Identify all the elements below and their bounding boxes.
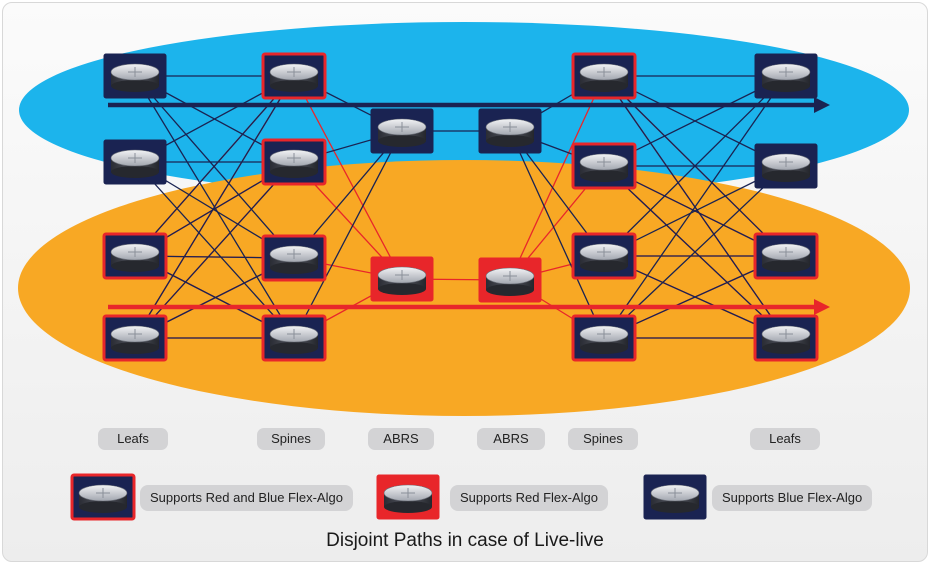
- legend-label-red: Supports Red Flex-Algo: [450, 485, 609, 511]
- router-s2: [261, 138, 327, 186]
- routers: [102, 52, 819, 362]
- router-r4: [571, 314, 637, 362]
- orange-domain: [18, 160, 910, 416]
- router-f1: [754, 53, 818, 99]
- link-R1-A4: [509, 75, 605, 281]
- legend-icon-both: [70, 473, 136, 521]
- legend-label-both: Supports Red and Blue Flex-Algo: [140, 485, 353, 511]
- legend-icon-red: [376, 474, 440, 520]
- legend-icon-blue: [643, 474, 707, 520]
- router-f2: [754, 143, 818, 189]
- legend-icons: [70, 473, 707, 521]
- link-S1-A2: [293, 75, 403, 280]
- link-R4-A3: [509, 130, 605, 339]
- router-s3: [261, 234, 327, 282]
- router-a2: [370, 256, 434, 302]
- router-l2: [103, 139, 167, 185]
- router-r3: [571, 232, 637, 280]
- router-s1: [261, 52, 327, 100]
- link-F4-R1: [603, 75, 787, 339]
- layer-label-leafs-left: Leafs: [98, 428, 168, 450]
- layer-label-abrs-left: ABRS: [368, 428, 434, 450]
- path-arrows: [108, 97, 830, 315]
- router-a1: [370, 108, 434, 154]
- blue-domain: [19, 22, 909, 198]
- red-path-arrow: [108, 299, 830, 315]
- layer-label-leafs-right: Leafs: [750, 428, 820, 450]
- router-s4: [261, 314, 327, 362]
- layer-label-spines-left: Spines: [257, 428, 325, 450]
- router-l1: [103, 53, 167, 99]
- router-l3: [102, 232, 168, 280]
- link-S4-A1: [293, 130, 403, 339]
- router-r2: [571, 142, 637, 190]
- blue-path-arrow: [108, 97, 830, 113]
- layer-label-spines-right: Spines: [568, 428, 638, 450]
- router-f3: [753, 232, 819, 280]
- link-L4-S1: [134, 75, 295, 339]
- legend-label-blue: Supports Blue Flex-Algo: [712, 485, 873, 511]
- router-a4: [478, 257, 542, 303]
- caption: Disjoint Paths in case of Live-live: [326, 530, 604, 551]
- layer-label-abrs-right: ABRS: [477, 428, 545, 450]
- router-r1: [571, 52, 637, 100]
- router-f4: [753, 314, 819, 362]
- router-l4: [102, 314, 168, 362]
- link-F4-R2: [603, 165, 787, 339]
- router-a3: [478, 108, 542, 154]
